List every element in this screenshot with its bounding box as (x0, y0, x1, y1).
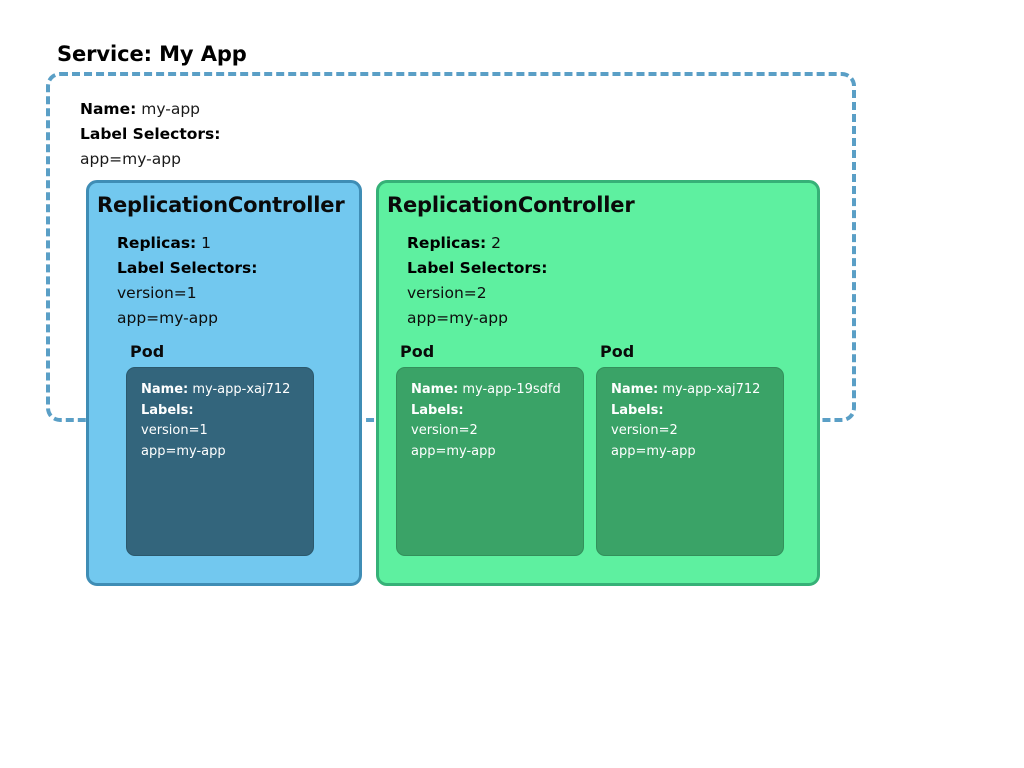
metadata-value: my-app-xaj712 (658, 382, 761, 397)
metadata-key: Replicas: (407, 234, 487, 252)
metadata-line: app=my-app (411, 442, 561, 463)
metadata-value: my-app-19sdfd (458, 382, 561, 397)
metadata-line: app=my-app (80, 147, 220, 172)
metadata-line: Name: my-app-xaj712 (141, 380, 290, 401)
service-title: Service: My App (57, 42, 247, 66)
metadata-line: Labels: (411, 401, 561, 422)
metadata-line: Label Selectors: (407, 256, 547, 281)
metadata-key: Replicas: (117, 234, 197, 252)
metadata-value: version=2 (407, 284, 487, 302)
metadata-key: Label Selectors: (407, 259, 548, 277)
pod-label: Pod (600, 342, 635, 361)
metadata-line: version=1 (141, 421, 290, 442)
metadata-line: Label Selectors: (80, 122, 220, 147)
metadata-value: 2 (486, 234, 502, 252)
metadata-value: app=my-app (611, 443, 696, 459)
metadata-line: app=my-app (611, 442, 760, 463)
metadata-line: version=1 (117, 281, 257, 306)
metadata-line: Replicas: 2 (407, 231, 547, 256)
metadata-value: my-app-xaj712 (188, 382, 291, 397)
metadata-value: app=my-app (411, 443, 496, 459)
metadata-key: Label Selectors: (117, 259, 258, 277)
metadata-line: app=my-app (407, 306, 547, 331)
metadata-value: version=1 (141, 423, 208, 438)
metadata-value: version=2 (411, 423, 478, 438)
metadata-key: Labels: (611, 402, 664, 418)
pod-label: Pod (130, 342, 165, 361)
metadata-line: version=2 (411, 421, 561, 442)
metadata-line: Name: my-app-xaj712 (611, 380, 760, 401)
metadata-key: Name: (411, 382, 459, 397)
metadata-key: Label Selectors: (80, 125, 221, 143)
metadata-line: version=2 (611, 421, 760, 442)
metadata-value: 1 (196, 234, 212, 252)
metadata-line: version=2 (407, 281, 547, 306)
metadata-value: app=my-app (407, 309, 508, 327)
metadata-line: app=my-app (141, 442, 290, 463)
replication-controller-title: ReplicationController (97, 193, 345, 217)
metadata-line: Name: my-app (80, 97, 220, 122)
metadata-key: Name: (80, 100, 137, 118)
metadata-line: Label Selectors: (117, 256, 257, 281)
metadata-value: version=2 (611, 423, 678, 438)
metadata-line: Replicas: 1 (117, 231, 257, 256)
replication-controller-title: ReplicationController (387, 193, 635, 217)
metadata-value: app=my-app (141, 443, 226, 459)
metadata-line: Labels: (611, 401, 760, 422)
metadata-key: Labels: (411, 402, 464, 418)
metadata-value: my-app (136, 100, 200, 118)
metadata-value: app=my-app (117, 309, 218, 327)
metadata-line: Name: my-app-19sdfd (411, 380, 561, 401)
metadata-key: Name: (141, 382, 189, 397)
metadata-key: Name: (611, 382, 659, 397)
metadata-line: app=my-app (117, 306, 257, 331)
metadata-key: Labels: (141, 402, 194, 418)
metadata-line: Labels: (141, 401, 290, 422)
metadata-value: app=my-app (80, 150, 181, 168)
pod-label: Pod (400, 342, 435, 361)
metadata-value: version=1 (117, 284, 197, 302)
